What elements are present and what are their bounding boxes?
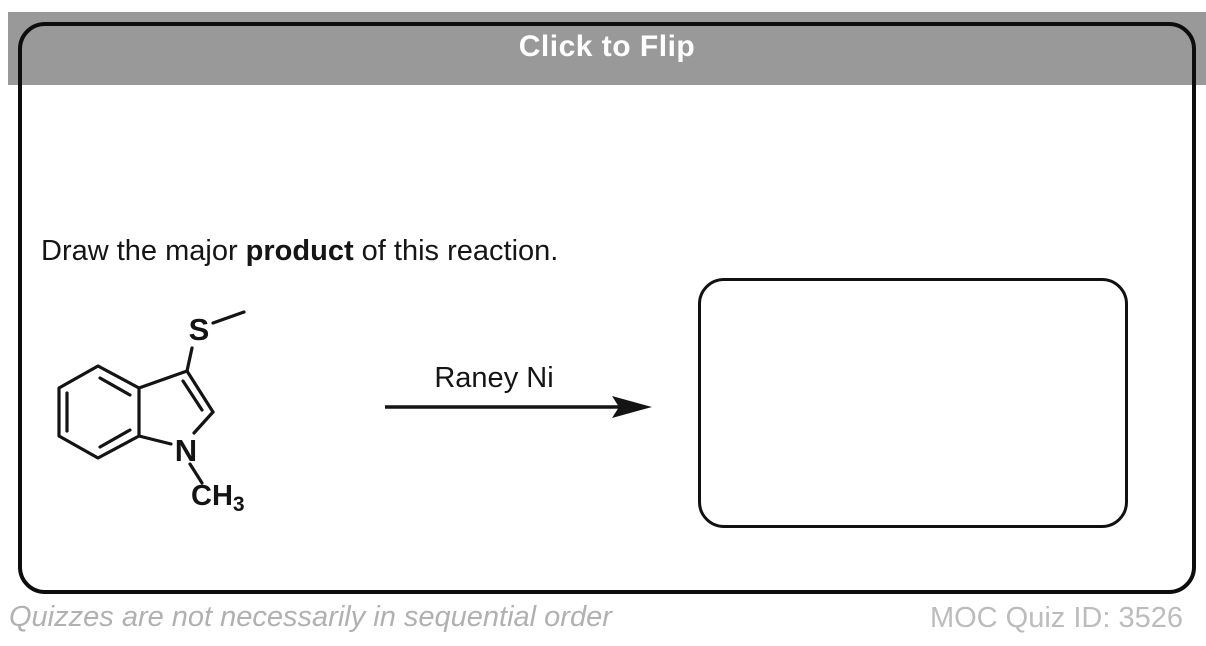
- question-text: Draw the major product of this reaction.: [41, 234, 558, 268]
- reaction-arrow: [385, 396, 652, 418]
- flashcard[interactable]: [18, 22, 1196, 594]
- answer-box: [698, 278, 1128, 528]
- question-bold-word: product: [245, 235, 354, 267]
- sulfur-atom-label: S: [189, 312, 210, 347]
- footer-note: Quizzes are not necessarily in sequentia…: [9, 601, 612, 633]
- quiz-id: MOC Quiz ID: 3526: [929, 602, 1183, 634]
- benzene-ring: [57, 364, 141, 460]
- methyl-subscript: 3: [233, 493, 245, 515]
- reactant-structure: S N CH3: [57, 310, 246, 515]
- nitrogen-atom-label: N: [175, 433, 197, 468]
- arrowhead: [612, 396, 652, 418]
- question-suffix: of this reaction.: [353, 235, 559, 267]
- flip-banner-label: Click to Flip: [518, 29, 696, 63]
- methyl-group-label: CH3: [191, 480, 245, 515]
- question-prefix: Draw the major: [41, 235, 246, 267]
- methyl-ch-label: CH: [191, 480, 233, 512]
- reagent-label: Raney Ni: [434, 362, 554, 394]
